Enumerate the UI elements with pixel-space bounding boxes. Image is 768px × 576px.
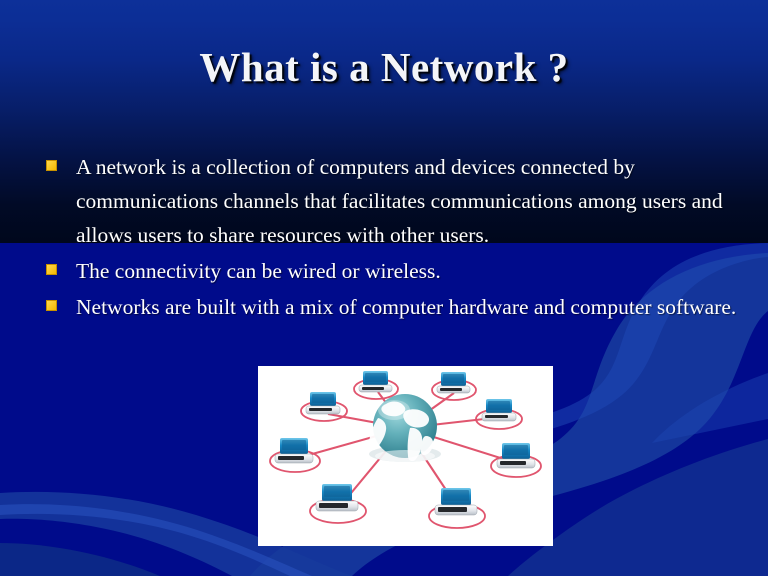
bullet-list: A network is a collection of computers a…: [44, 150, 744, 326]
network-topology-image: [258, 366, 553, 546]
swoosh-accent-right: [652, 373, 768, 443]
computer-node: [269, 438, 321, 473]
background-gradient-top: [0, 0, 768, 243]
square-bullet-icon: [46, 264, 57, 275]
network-nodes: [269, 371, 542, 529]
computer-node: [300, 392, 348, 422]
bullet-text: The connectivity can be wired or wireles…: [76, 259, 441, 283]
swoosh-corner-bottom-left: [0, 543, 160, 576]
list-item: The connectivity can be wired or wireles…: [44, 254, 744, 288]
computer-node: [431, 372, 477, 401]
page-title: What is a Network ?: [199, 44, 569, 90]
swoosh-wedge-bottom-right: [508, 439, 768, 576]
list-item: A network is a collection of computers a…: [44, 150, 744, 252]
computer-node: [353, 371, 399, 400]
computer-node: [475, 399, 523, 430]
computer-node: [490, 443, 542, 478]
square-bullet-icon: [46, 300, 57, 311]
bullet-text: Networks are built with a mix of compute…: [76, 295, 737, 319]
globe-highlight: [378, 400, 410, 420]
swoosh-highlight-left: [0, 504, 312, 576]
bullet-text: A network is a collection of computers a…: [76, 155, 723, 247]
computer-node: [428, 488, 486, 529]
computer-node: [309, 484, 367, 524]
square-bullet-icon: [46, 160, 57, 171]
list-item: Networks are built with a mix of compute…: [44, 290, 744, 324]
